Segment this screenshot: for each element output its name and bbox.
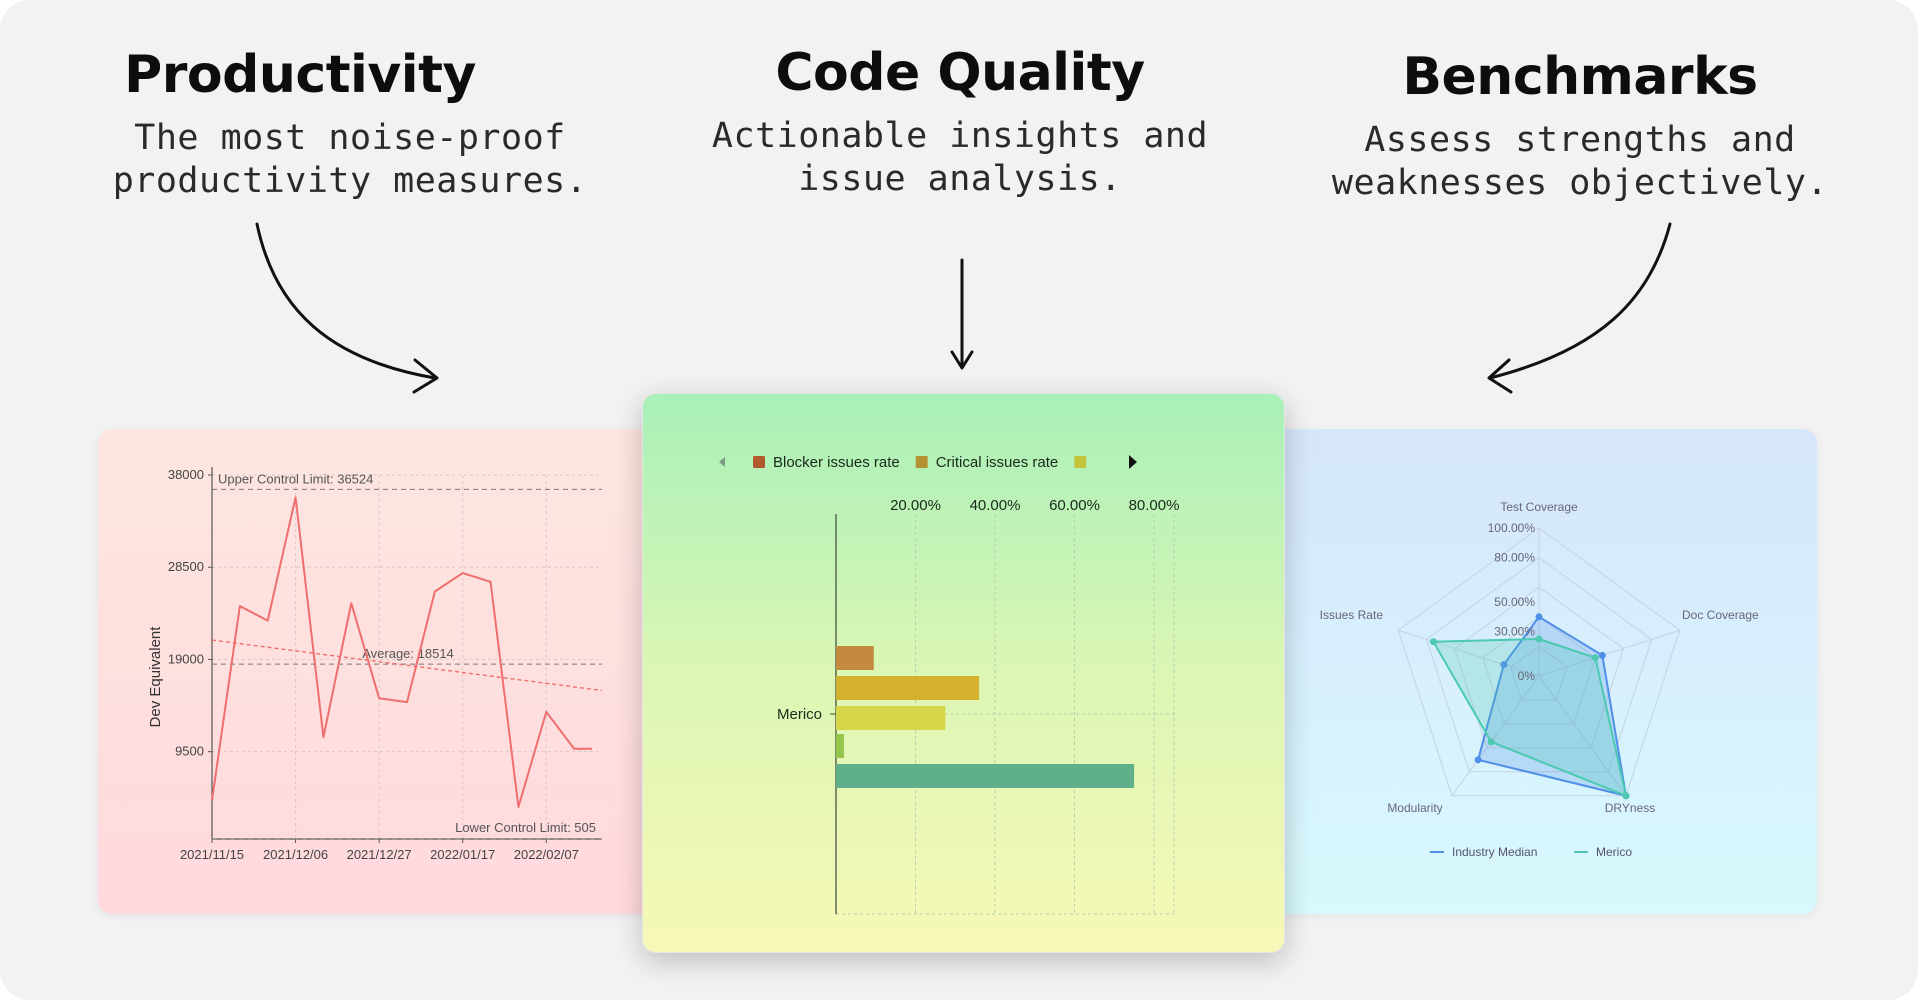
- legend-label: Merico: [1596, 845, 1632, 859]
- category-label: Merico: [777, 706, 822, 723]
- productivity-arrow-icon: [255, 222, 437, 380]
- radar-grid-ring: [1425, 556, 1653, 773]
- x-tick-label: 20.00%: [890, 497, 941, 514]
- benchmarks-radar-chart: 0% 30.00% 50.00% 80.00% 100.00% Test Coverage…: [1320, 500, 1759, 859]
- radar-spoke: [1538, 629, 1680, 677]
- radar-axis-label: Test Coverage: [1500, 500, 1578, 514]
- radial-tick-label: 80.00%: [1494, 551, 1535, 565]
- productivity-subtitle: The most noise-proof productivity measur…: [112, 118, 588, 201]
- bar: [836, 764, 1135, 788]
- code-quality-heading: Code Quality: [775, 43, 1145, 103]
- x-tick-label: 2021/12/06: [263, 847, 328, 862]
- radar-grid-ring: [1510, 645, 1568, 701]
- x-tick-label: 2021/12/27: [347, 847, 412, 862]
- reference-line-label: Lower Control Limit: 505: [455, 820, 596, 835]
- radar-point: [1535, 635, 1543, 643]
- y-tick-label: 19000: [168, 651, 204, 666]
- radar-point: [1500, 661, 1508, 669]
- radar-grid-ring: [1397, 527, 1681, 797]
- y-tick-label: 28500: [168, 559, 204, 574]
- legend-swatch: [753, 456, 765, 468]
- legend-swatch: [1074, 456, 1087, 468]
- benchmarks-heading: Benchmarks: [1402, 47, 1758, 107]
- productivity-arrowhead-icon: [412, 358, 439, 394]
- radar-axis-label: Modularity: [1387, 801, 1442, 815]
- legend-label: Critical issues rate: [936, 454, 1059, 471]
- benchmarks-subtitle: Assess strengths and weaknesses objectiv…: [1331, 120, 1829, 203]
- productivity-line-chart: Dev Equivalent Upper Control Limit: 3652…: [147, 467, 603, 862]
- radar-point: [1598, 651, 1606, 659]
- x-tick-label: 2022/02/07: [514, 847, 579, 862]
- y-axis-label: Dev Equivalent: [147, 626, 164, 728]
- reference-line-label: Average: 18514: [362, 646, 454, 661]
- radar-series-area: [1431, 637, 1628, 798]
- productivity-chart-card: Dev Equivalent Upper Control Limit: 3652…: [98, 429, 698, 914]
- radar-spoke: [1538, 675, 1627, 797]
- code-quality-arrowhead-icon: [950, 350, 974, 370]
- radar-grid-ring: [1482, 616, 1596, 725]
- trend-line: [211, 639, 603, 692]
- series-line: [211, 496, 592, 809]
- legend-swatch: [915, 456, 928, 468]
- bar: [836, 676, 980, 700]
- radar-point: [1474, 756, 1482, 764]
- radar-axis-label: DRYness: [1605, 801, 1655, 815]
- radar-point: [1622, 792, 1630, 800]
- radial-tick-label: 100.00%: [1488, 521, 1536, 535]
- benchmarks-chart-card: 0% 30.00% 50.00% 80.00% 100.00% Test Coverage…: [1230, 429, 1817, 914]
- legend-label: Blocker issues rate: [773, 454, 900, 471]
- radar-axis-label: Issues Rate: [1320, 608, 1384, 622]
- radar-spoke: [1451, 675, 1540, 797]
- x-tick-label: 40.00%: [970, 497, 1021, 514]
- legend-label: Industry Median: [1452, 845, 1537, 859]
- y-tick-label: 9500: [175, 744, 204, 759]
- bar: [836, 734, 844, 758]
- benchmarks-arrowhead-icon: [1487, 358, 1513, 394]
- productivity-heading: Productivity: [124, 45, 476, 105]
- radar-point: [1429, 638, 1437, 646]
- reference-line-label: Upper Control Limit: 36524: [218, 471, 373, 486]
- x-tick-label: 80.00%: [1129, 497, 1180, 514]
- y-tick-label: 38000: [168, 467, 204, 482]
- x-tick-label: 60.00%: [1049, 497, 1100, 514]
- benchmarks-arrow-icon: [1488, 222, 1672, 380]
- legend-prev-icon: [719, 457, 725, 467]
- x-tick-label: 2022/01/17: [430, 847, 495, 862]
- radar-axis-label: Doc Coverage: [1682, 608, 1759, 622]
- radar-grid-ring: [1453, 586, 1625, 749]
- x-tick-label: 2021/11/15: [180, 847, 244, 862]
- radar-point: [1535, 613, 1543, 621]
- bar: [836, 646, 874, 670]
- legend-next-icon: [1129, 455, 1137, 469]
- radar-point: [1487, 738, 1495, 746]
- radial-tick-label: 30.00%: [1494, 625, 1535, 639]
- radial-tick-label: 0%: [1518, 669, 1536, 683]
- radar-spoke: [1398, 629, 1540, 677]
- radial-tick-label: 50.00%: [1494, 595, 1535, 609]
- bar: [836, 706, 946, 730]
- radar-point: [1591, 654, 1599, 662]
- code-quality-subtitle: Actionable insights and issue analysis.: [711, 116, 1209, 199]
